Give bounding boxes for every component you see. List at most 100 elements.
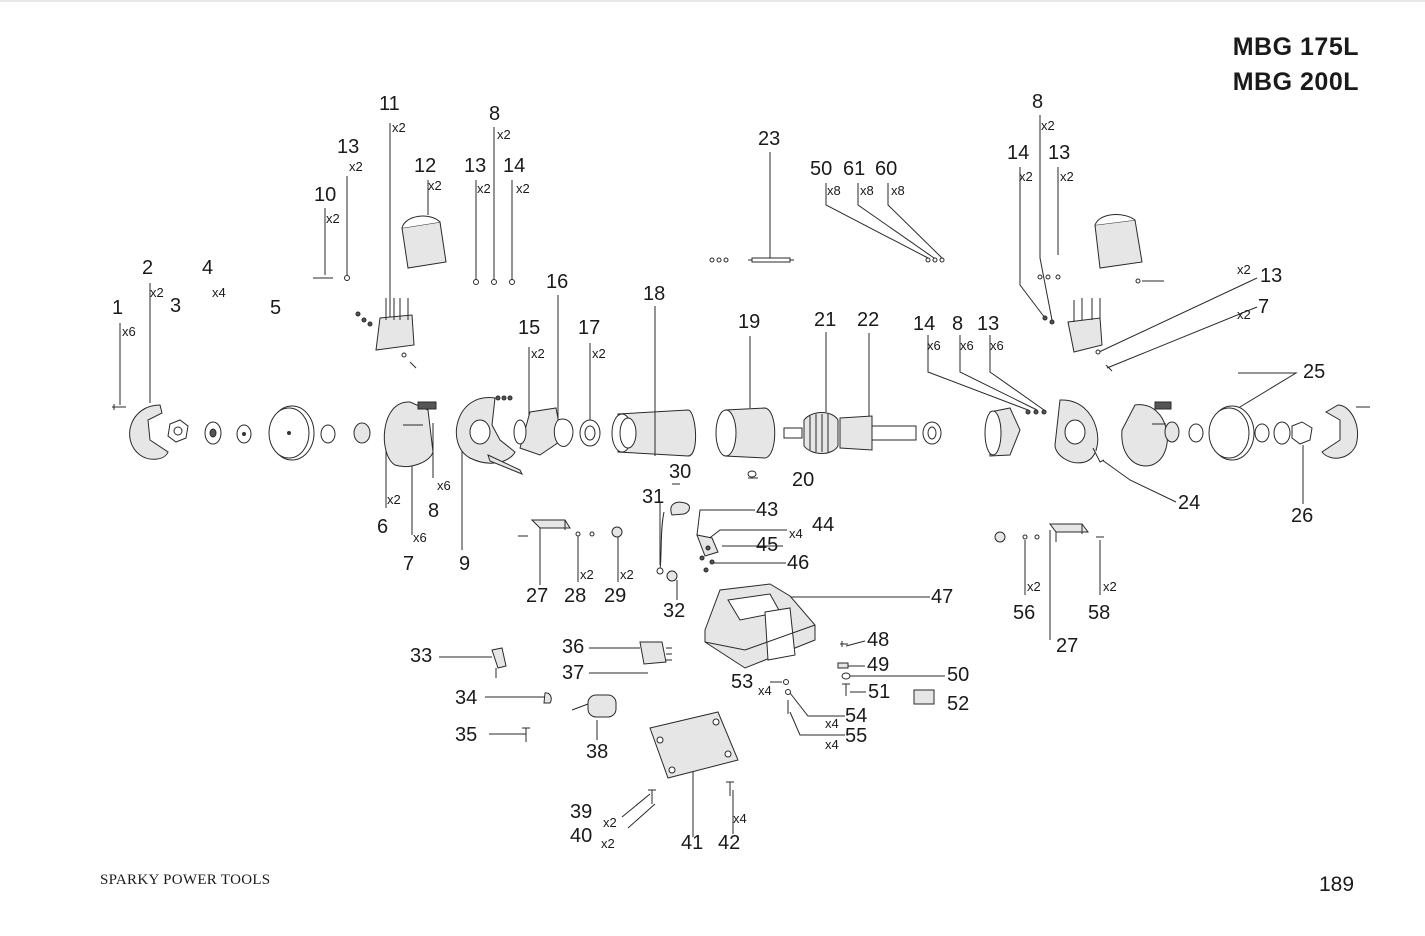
quantity-labels: x6 x2 x4 x2 x6 x6 x2 x2 x2 x2 x2 x2 x2 x… — [122, 118, 1251, 851]
part-label: 37 — [562, 662, 584, 684]
quantity-label: x6 — [437, 478, 451, 493]
part-label: 7 — [403, 553, 414, 575]
quantity-label: x2 — [1237, 262, 1251, 277]
quantity-label: x6 — [927, 338, 941, 353]
part-label: 49 — [867, 654, 889, 676]
quantity-label: x4 — [212, 285, 226, 300]
footer-brand: SPARKY POWER TOOLS — [100, 872, 271, 888]
quantity-label: x2 — [601, 836, 615, 851]
page-number: 189 — [1319, 873, 1355, 896]
quantity-label: x6 — [990, 338, 1004, 353]
part-label: 8 — [428, 500, 439, 522]
part-label: 24 — [1178, 492, 1200, 514]
part-label: 40 — [570, 825, 592, 847]
part-label: 11 — [379, 93, 400, 115]
part-label: 38 — [586, 741, 608, 763]
part-label: 8 — [1032, 91, 1043, 113]
part-label: 8 — [489, 103, 500, 125]
quantity-label: x2 — [392, 120, 406, 135]
quantity-label: x2 — [428, 178, 442, 193]
quantity-label: x2 — [150, 285, 164, 300]
part-label: 2 — [142, 257, 153, 279]
part-label: 39 — [570, 801, 592, 823]
part-label: 13 — [464, 155, 486, 177]
part-label: 14 — [503, 155, 525, 177]
part-label: 25 — [1303, 361, 1325, 383]
part-label: 56 — [1013, 602, 1035, 624]
part-label: 51 — [868, 681, 890, 703]
part-label: 17 — [578, 317, 600, 339]
quantity-label: x2 — [580, 567, 594, 582]
model-name-2: MBG 200L — [1232, 68, 1359, 96]
quantity-label: x2 — [1027, 579, 1041, 594]
quantity-label: x4 — [789, 526, 803, 541]
part-label: 20 — [792, 469, 814, 491]
part-label: 41 — [681, 832, 703, 854]
quantity-label: x2 — [1237, 307, 1251, 322]
quantity-label: x4 — [825, 737, 839, 752]
part-label: 52 — [947, 693, 969, 715]
leader-lines — [119, 115, 1304, 837]
part-label: 22 — [857, 309, 879, 331]
part-label: 50 — [947, 664, 969, 686]
part-label: 27 — [526, 585, 548, 607]
part-label: 36 — [562, 636, 584, 658]
quantity-label: x2 — [1041, 118, 1055, 133]
quantity-label: x8 — [891, 183, 905, 198]
part-label: 58 — [1088, 602, 1110, 624]
part-label: 13 — [1048, 142, 1070, 164]
part-label: 53 — [731, 671, 753, 693]
part-label: 54 — [845, 705, 867, 727]
part-label: 13 — [1260, 265, 1282, 287]
part-label: 19 — [738, 311, 760, 333]
quantity-label: x2 — [620, 567, 634, 582]
part-label: 43 — [756, 499, 778, 521]
part-label: 61 — [843, 158, 865, 180]
quantity-label: x2 — [531, 346, 545, 361]
part-label: 27 — [1056, 635, 1078, 657]
quantity-label: x4 — [733, 811, 747, 826]
quantity-label: x8 — [860, 183, 874, 198]
part-label: 48 — [867, 629, 889, 651]
model-name-1: MBG 175L — [1232, 33, 1359, 61]
parts — [112, 214, 1370, 804]
part-label: 35 — [455, 724, 477, 746]
part-label: 5 — [270, 297, 281, 319]
part-label: 30 — [669, 461, 691, 483]
quantity-label: x2 — [1060, 169, 1074, 184]
part-label: 6 — [377, 516, 388, 538]
quantity-label: x2 — [1019, 169, 1033, 184]
part-label: 7 — [1258, 296, 1269, 318]
quantity-label: x2 — [1103, 579, 1117, 594]
part-label: 33 — [410, 645, 432, 667]
part-label: 14 — [1007, 142, 1029, 164]
part-label: 9 — [459, 553, 470, 575]
quantity-label: x6 — [122, 324, 136, 339]
quantity-label: x6 — [960, 338, 974, 353]
part-label: 31 — [642, 486, 664, 508]
quantity-label: x2 — [477, 181, 491, 196]
part-label: 21 — [814, 309, 836, 331]
quantity-label: x8 — [827, 183, 841, 198]
part-label: 13 — [337, 136, 359, 158]
part-label: 34 — [455, 687, 477, 709]
part-label: 8 — [952, 313, 963, 335]
part-label: 45 — [756, 534, 778, 556]
part-number-labels: 1 2 3 4 5 6 7 8 9 10 11 12 13 13 8 14 15… — [112, 91, 1325, 854]
part-label: 60 — [875, 158, 897, 180]
part-label: 44 — [812, 514, 834, 536]
part-label: 13 — [977, 313, 999, 335]
quantity-label: x2 — [326, 211, 340, 226]
part-label: 47 — [931, 586, 953, 608]
part-label: 29 — [604, 585, 626, 607]
quantity-label: x2 — [349, 159, 363, 174]
part-label: 10 — [314, 184, 336, 206]
quantity-label: x4 — [758, 683, 772, 698]
quantity-label: x2 — [592, 346, 606, 361]
part-label: 12 — [414, 155, 436, 177]
part-label: 50 — [810, 158, 832, 180]
quantity-label: x2 — [516, 181, 530, 196]
quantity-label: x2 — [387, 492, 401, 507]
part-label: 1 — [112, 297, 123, 319]
part-label: 26 — [1291, 505, 1313, 527]
